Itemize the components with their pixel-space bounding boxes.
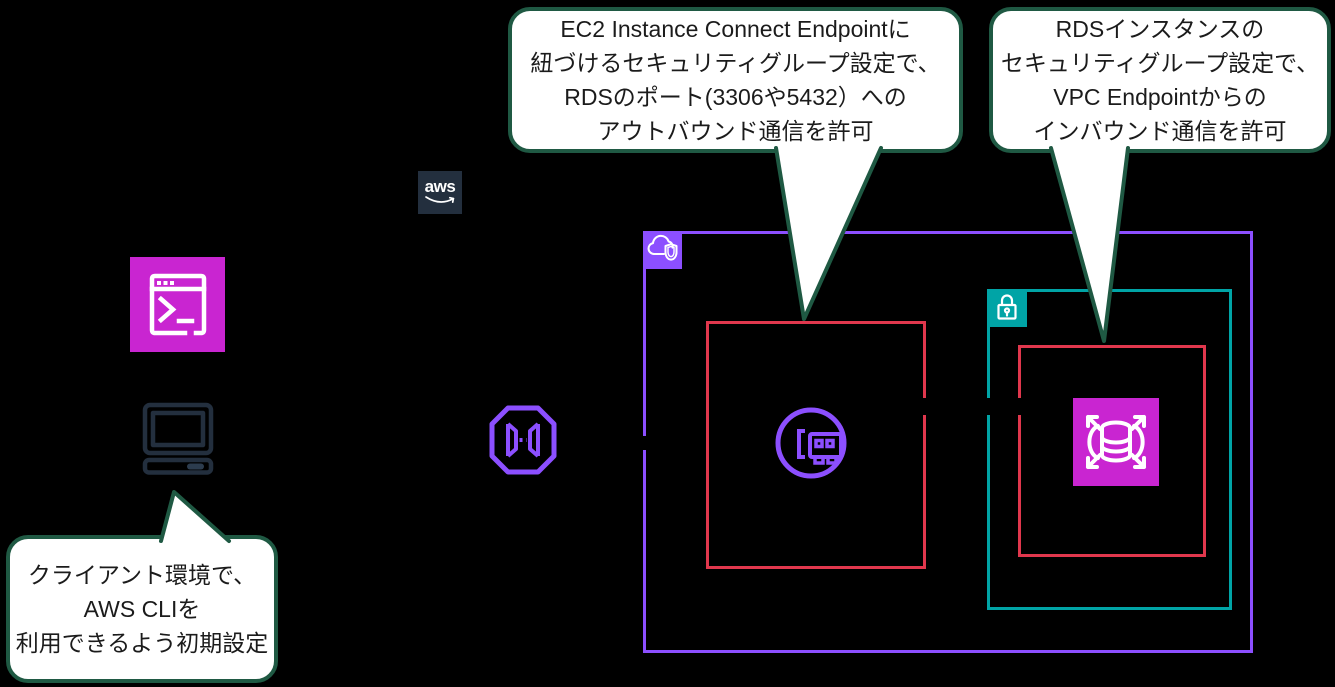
callout-ice-security-group: EC2 Instance Connect Endpointに 紐づけるセキュリテ… [508,7,963,153]
aws-cli-icon [130,257,225,352]
cloud-shield-icon [647,234,678,261]
callout-line: セキュリティグループ設定で、 [1000,50,1320,76]
security-group-box-ice [706,321,926,569]
border-gap [923,398,931,415]
aws-cloud-badge: aws [418,171,462,214]
ec2-instance-connect-endpoint-icon [773,405,849,481]
callout-client-setup: クライアント環境で、 AWS CLIを 利用できるよう初期設定 [6,535,278,683]
vpc-endpoints-icon [487,403,559,477]
callout-rds-security-group: RDSインスタンスの セキュリティグループ設定で、 VPC Endpointから… [989,7,1331,153]
callout-line: EC2 Instance Connect Endpointに [560,16,911,42]
border-gap [1016,398,1024,415]
callout-line: RDSインスタンスの [1055,16,1265,42]
client-laptop-icon [142,402,214,475]
aws-smile-icon [425,195,455,203]
security-group-box-rds [1018,345,1206,557]
callout-tail-pointer [159,490,231,543]
private-subnet-badge [987,289,1027,327]
aws-logo-text: aws [424,176,456,196]
callout-line: AWS CLIを [83,596,201,622]
callout-line: RDSのポート(3306や5432）への [564,84,907,110]
database-icon [1086,415,1146,469]
rds-instance-icon [1073,398,1159,486]
callout-line: インバウンド通信を許可 [1033,118,1287,144]
border-gap [985,398,993,415]
lock-icon [997,294,1017,320]
vpc-badge [643,231,682,269]
callout-line: VPC Endpointからの [1053,84,1267,110]
terminal-window-icon [149,273,207,336]
callout-line: クライアント環境で、 [27,562,257,588]
callout-line: 紐づけるセキュリティグループ設定で、 [530,50,941,76]
border-gap [641,436,648,450]
callout-line: 利用できるよう初期設定 [15,630,269,656]
callout-line: アウトバウンド通信を許可 [597,118,874,144]
